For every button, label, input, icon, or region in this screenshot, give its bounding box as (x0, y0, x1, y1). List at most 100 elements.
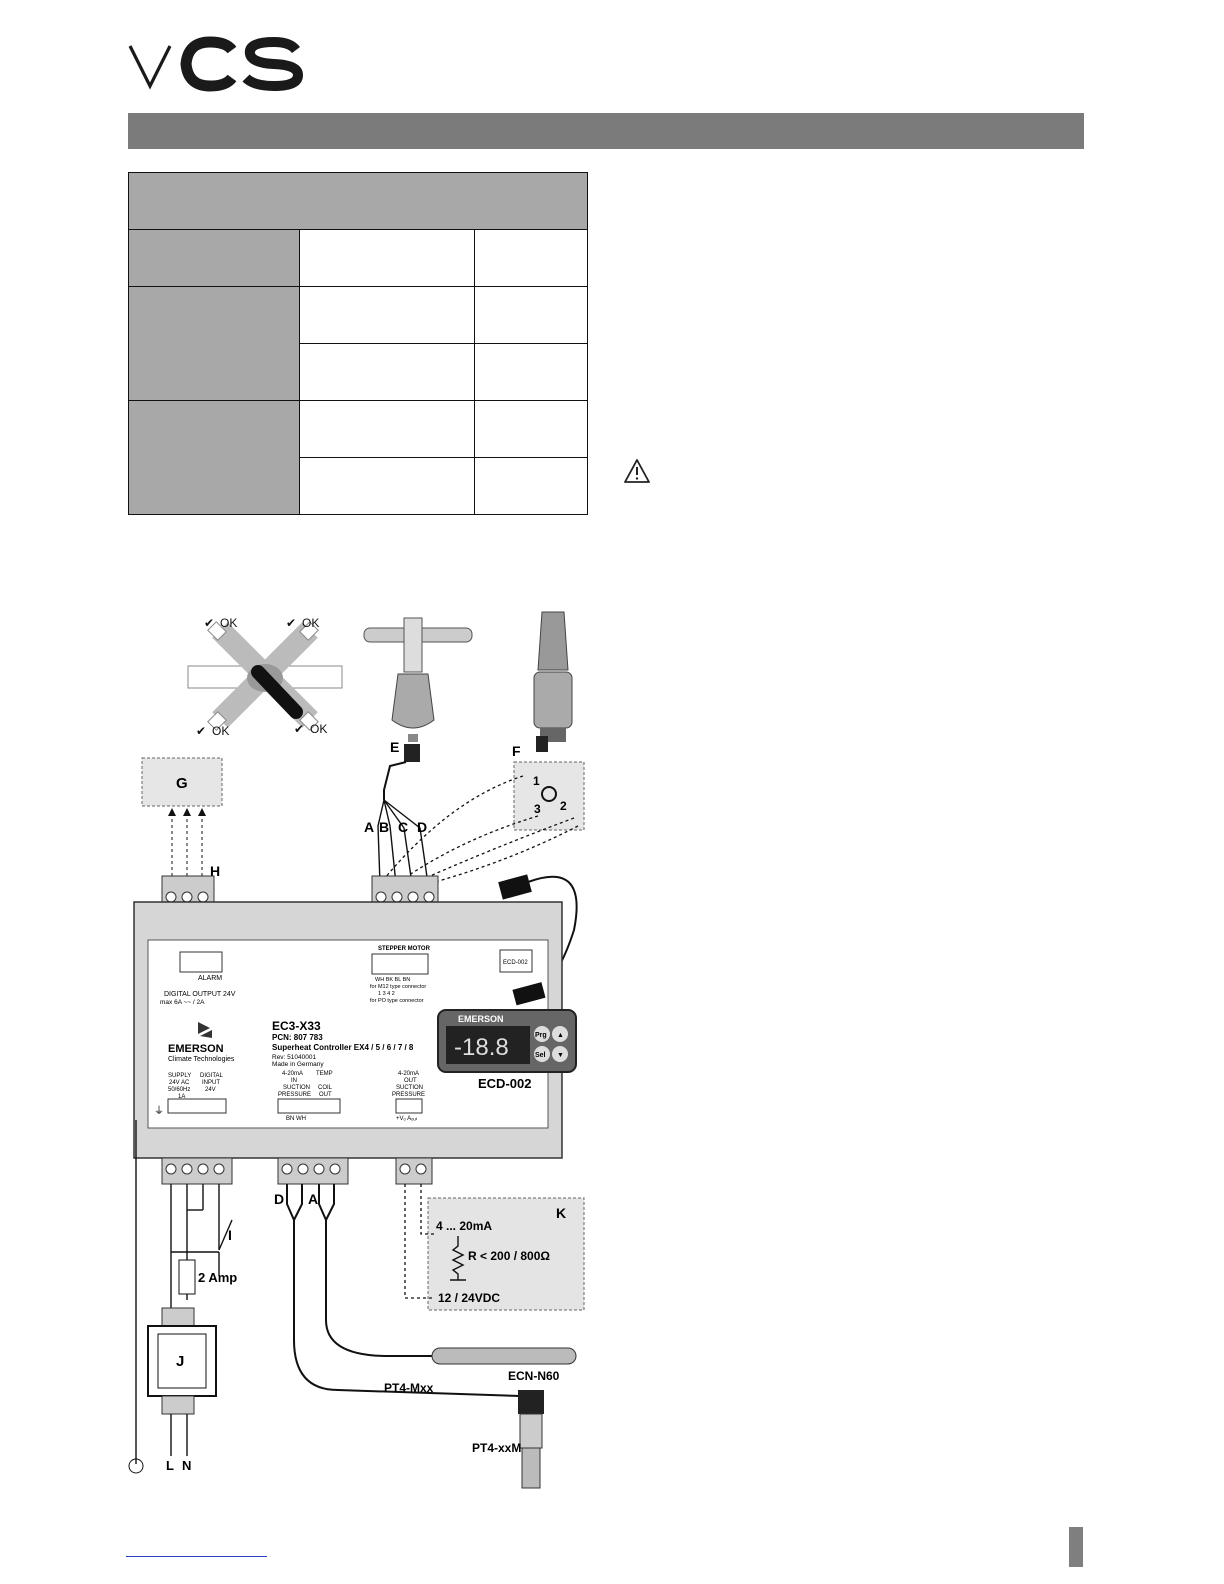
e-label: E (390, 739, 399, 755)
in420-label-1: 4-20mA (282, 1071, 303, 1077)
ok-label: OK (302, 616, 319, 630)
digital-output-label: DIGITAL OUTPUT 24V (164, 991, 236, 998)
stepper-title: STEPPER MOTOR (378, 946, 431, 952)
stepper-wires: WH BK BL BN (375, 977, 410, 983)
di-label-3: 24V (205, 1087, 216, 1093)
up-arrow-icon: ▲ (557, 1032, 564, 1039)
ecn-label: ECN-N60 (508, 1369, 560, 1383)
in420-label-2: IN (291, 1078, 297, 1084)
display-plug (512, 982, 546, 1006)
table-cell (299, 286, 475, 344)
pt4-transmitter (518, 1390, 544, 1489)
brand-name: EMERSON (168, 1043, 224, 1055)
temp-label-4: OUT (319, 1092, 332, 1098)
j-label: J (176, 1353, 184, 1370)
expansion-valve-graphic (363, 617, 473, 742)
stepper-po: for PO type connector (370, 998, 424, 1004)
table-cell (299, 457, 475, 515)
emerson-logo-icon (198, 1022, 212, 1038)
wire-c-label: C (398, 819, 408, 835)
di-label-1: DIGITAL (200, 1073, 224, 1079)
f-label: F (512, 743, 521, 759)
table-row-group (128, 400, 300, 515)
ok-label: OK (220, 616, 237, 630)
mains-l-label: L (166, 1458, 174, 1473)
j-transformer (147, 1325, 217, 1397)
alarm-label: ALARM (198, 975, 222, 982)
supply-label-3: 50/60Hz (168, 1087, 190, 1093)
k-resistor-label: R < 200 / 800Ω (468, 1249, 550, 1263)
earth-icon (128, 1458, 144, 1474)
i-label: I (228, 1227, 232, 1243)
table-col-head (299, 229, 475, 287)
display-brand: EMERSON (458, 1014, 504, 1024)
wiring-diagram: ✔ OK ✔ OK ✔ OK ✔ OK G H E A B C D (128, 611, 585, 1489)
ground-icon: ⏚ (154, 1105, 164, 1117)
vcs-logo (128, 36, 304, 92)
controller-desc: Superheat Controller EX4 / 5 / 6 / 7 / 8 (272, 1043, 414, 1052)
e-connector (404, 744, 420, 762)
display-label: ECD-002 (478, 1076, 531, 1091)
stepper-m12: for M12 type connector (370, 984, 426, 990)
check-icon: ✔ (196, 724, 206, 738)
down-arrow-icon: ▼ (557, 1052, 564, 1059)
wire-d-label: D (417, 819, 427, 835)
check-icon: ✔ (294, 722, 304, 736)
wire-d-bottom-label: D (274, 1191, 284, 1207)
page-edge-tab (1069, 1527, 1083, 1567)
in420-label-4: PRESSURE (278, 1092, 311, 1098)
out420-label-1: 4-20mA (398, 1071, 419, 1077)
out420-label-4: PRESSURE (392, 1092, 425, 1098)
mains-n-label: N (182, 1458, 191, 1473)
pin-3-label: 3 (534, 802, 541, 816)
pin-2-label: 2 (560, 799, 567, 813)
table-cell (299, 343, 475, 401)
section-header-bar (128, 113, 1084, 149)
wire-a-bottom-label: A (308, 1191, 318, 1207)
out420-label-3: SUCTION (396, 1085, 423, 1091)
k-device-box (427, 1197, 585, 1311)
rj-plug (498, 874, 532, 900)
display-digits: -18.8 (454, 1034, 509, 1061)
h-label: H (210, 863, 220, 879)
pin-1-label: 1 (533, 774, 540, 788)
table-cell (299, 400, 475, 458)
k-label: K (556, 1205, 566, 1221)
out420-label-2: OUT (404, 1078, 417, 1084)
temp-label-1: TEMP (316, 1071, 333, 1077)
table-col-head (473, 229, 589, 287)
stepper-m12-pins: 1 3 4 2 (378, 991, 395, 997)
g-label: G (176, 775, 188, 792)
table-cell (473, 286, 589, 344)
ok-label: OK (212, 724, 229, 738)
warning-icon (624, 459, 650, 483)
check-icon: ✔ (286, 616, 296, 630)
table-header (127, 172, 589, 230)
brand-sub: Climate Technologies (168, 1056, 235, 1063)
table-cell (473, 457, 589, 515)
pt4-label: PT4-xxM (472, 1441, 521, 1455)
controller-pcn: PCN: 807 783 (272, 1033, 323, 1042)
pressure-transmitter-graphic (533, 611, 573, 752)
controller-rev: Rev: 51040001 (272, 1054, 316, 1061)
k-vdc-label: 12 / 24VDC (438, 1291, 500, 1305)
spec-table (127, 172, 589, 515)
ecd-port-label: ECD-002 (503, 960, 528, 966)
ecn-n60-sensor (431, 1347, 577, 1365)
pt4-cable-label: PT4-Mxx (384, 1381, 434, 1395)
resistor-icon (450, 1236, 466, 1281)
table-row-group (128, 286, 300, 401)
digital-output-rating: max 6A ~~ / 2A (160, 999, 205, 1006)
supply-label-2: 24V AC (169, 1080, 190, 1086)
controller-made: Made in Germany (272, 1061, 324, 1068)
di-label-2: INPUT (202, 1080, 220, 1086)
ok-label: OK (310, 722, 327, 736)
table-col-label (128, 229, 300, 287)
footer-link-underline[interactable] (126, 1556, 267, 1557)
wire-a-label: A (364, 819, 374, 835)
fuse-label: 2 Amp (198, 1270, 237, 1285)
bn-wh-label: BN WH (286, 1116, 306, 1122)
in420-label-3: SUCTION (283, 1085, 310, 1091)
supply-label-1: SUPPLY (168, 1073, 191, 1079)
fuse-icon (178, 1259, 196, 1295)
